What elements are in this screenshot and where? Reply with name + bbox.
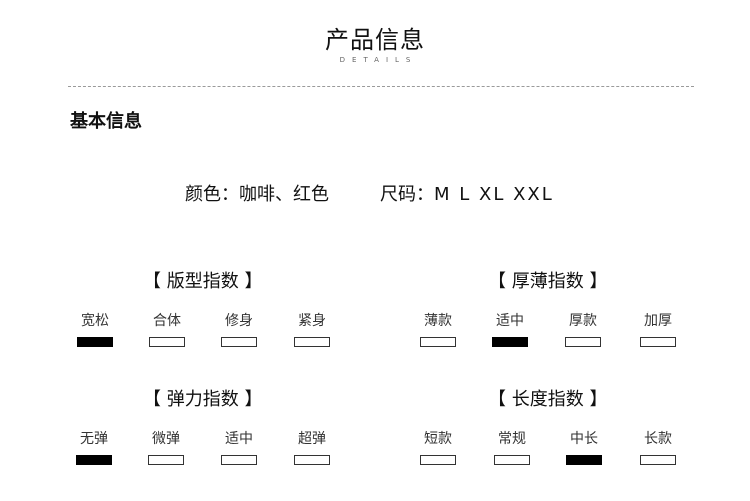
- length-option-long: 长款: [640, 431, 676, 465]
- level-box: [221, 455, 257, 465]
- option-label: 紧身: [298, 313, 326, 329]
- color-label: 颜色：: [185, 184, 239, 205]
- option-label: 长款: [644, 431, 672, 447]
- option-label: 微弹: [152, 431, 180, 447]
- size-label: 尺码：: [380, 184, 434, 205]
- option-label: 加厚: [644, 313, 672, 329]
- thickness-option-medium: 适中: [492, 313, 528, 347]
- fit-option-slim: 修身: [221, 313, 257, 347]
- fit-option-tight: 紧身: [294, 313, 330, 347]
- option-label: 适中: [225, 431, 253, 447]
- thickness-option-thick: 厚款: [565, 313, 601, 347]
- option-label: 无弹: [80, 431, 108, 447]
- thickness-option-extra-thick: 加厚: [640, 313, 676, 347]
- level-box: [640, 455, 676, 465]
- stretch-option-moderate: 适中: [221, 431, 257, 465]
- length-index-title: 【 长度指数 】: [488, 389, 608, 410]
- stretch-option-slight: 微弹: [148, 431, 184, 465]
- fit-index-title: 【 版型指数 】: [143, 271, 263, 292]
- stretch-option-none: 无弹: [76, 431, 112, 465]
- fit-option-regular: 合体: [149, 313, 185, 347]
- option-label: 适中: [496, 313, 524, 329]
- level-box: [77, 337, 113, 347]
- level-box: [148, 455, 184, 465]
- fit-option-loose: 宽松: [77, 313, 113, 347]
- page-subtitle: DETAILS: [339, 56, 418, 64]
- level-box: [76, 455, 112, 465]
- option-label: 超弹: [298, 431, 326, 447]
- level-box: [149, 337, 185, 347]
- level-box: [420, 337, 456, 347]
- level-box: [494, 455, 530, 465]
- size-value: M L XL XXL: [434, 184, 554, 205]
- level-box: [294, 455, 330, 465]
- length-option-short: 短款: [420, 431, 456, 465]
- page-title: 产品信息: [325, 26, 425, 54]
- level-box: [565, 337, 601, 347]
- stretch-option-super: 超弹: [294, 431, 330, 465]
- level-box: [640, 337, 676, 347]
- option-label: 常规: [498, 431, 526, 447]
- level-box: [492, 337, 528, 347]
- spec-color: 颜色：咖啡、红色: [185, 180, 329, 206]
- option-label: 修身: [225, 313, 253, 329]
- length-option-regular: 常规: [494, 431, 530, 465]
- level-box: [420, 455, 456, 465]
- option-label: 短款: [424, 431, 452, 447]
- length-option-mid-long: 中长: [566, 431, 602, 465]
- option-label: 薄款: [424, 313, 452, 329]
- option-label: 中长: [570, 431, 598, 447]
- level-box: [294, 337, 330, 347]
- color-value: 咖啡、红色: [239, 184, 329, 205]
- level-box: [566, 455, 602, 465]
- option-label: 宽松: [81, 313, 109, 329]
- dashed-divider: [68, 86, 694, 87]
- level-box: [221, 337, 257, 347]
- stretch-index-title: 【 弹力指数 】: [143, 389, 263, 410]
- section-heading: 基本信息: [70, 111, 142, 132]
- thickness-index-title: 【 厚薄指数 】: [488, 271, 608, 292]
- option-label: 合体: [153, 313, 181, 329]
- spec-size: 尺码：M L XL XXL: [380, 180, 554, 206]
- thickness-option-thin: 薄款: [420, 313, 456, 347]
- option-label: 厚款: [569, 313, 597, 329]
